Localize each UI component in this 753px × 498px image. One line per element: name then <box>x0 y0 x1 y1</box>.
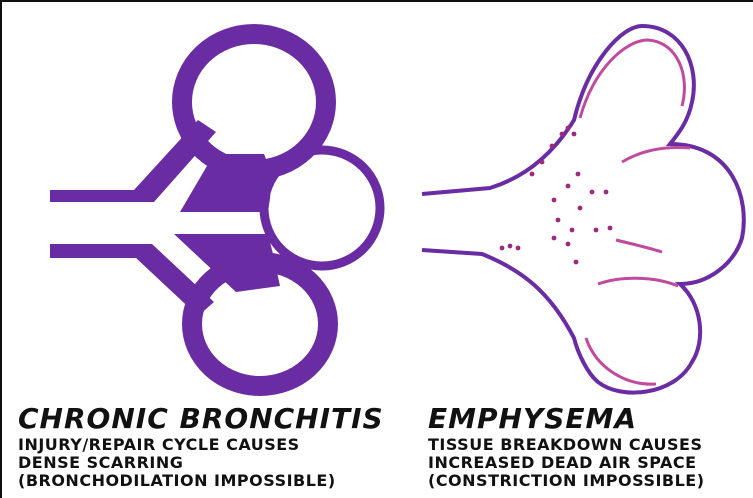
dot <box>560 132 565 137</box>
dot <box>566 184 571 189</box>
dot <box>590 190 595 195</box>
emphysema-rim-top <box>580 40 684 118</box>
dot <box>552 236 557 241</box>
dot <box>566 126 571 131</box>
bronchitis-wall-lower <box>50 244 214 316</box>
dot <box>530 172 535 177</box>
dot <box>574 260 579 265</box>
emphysema-wall <box>422 26 744 393</box>
dot <box>508 244 513 249</box>
emphysema-caption-line-3: (CONSTRICTION IMPOSSIBLE) <box>428 473 705 489</box>
emphysema-caption: EMPHYSEMA TISSUE BREAKDOWN CAUSES INCREA… <box>428 405 705 489</box>
emphysema-title: EMPHYSEMA <box>428 405 705 433</box>
bronchitis-alveolus-right <box>264 150 380 266</box>
dot <box>578 206 583 211</box>
bronchitis-caption-line-2: DENSE SCARRING <box>18 455 384 471</box>
bronchitis-caption: CHRONIC BRONCHITIS INJURY/REPAIR CYCLE C… <box>18 405 384 489</box>
bronchitis-caption-line-1: INJURY/REPAIR CYCLE CAUSES <box>18 437 384 453</box>
dot <box>500 246 505 251</box>
dot <box>540 160 545 165</box>
bronchitis-airway <box>50 34 380 386</box>
dot <box>566 242 571 247</box>
dot <box>604 190 609 195</box>
dot <box>572 132 577 137</box>
emphysema-septum-low <box>598 278 678 286</box>
bronchitis-title: CHRONIC BRONCHITIS <box>18 405 384 433</box>
dot <box>608 226 613 231</box>
dot <box>576 172 581 177</box>
bronchitis-caption-line-3: (BRONCHODILATION IMPOSSIBLE) <box>18 473 384 489</box>
bronchitis-wall-upper <box>50 120 216 202</box>
bronchitis-scar-upper <box>180 154 272 212</box>
emphysema-caption-line-1: TISSUE BREAKDOWN CAUSES <box>428 437 705 453</box>
emphysema-rim-bottom <box>586 338 656 384</box>
emphysema-septum-top <box>622 148 690 162</box>
dot <box>552 198 557 203</box>
emphysema-caption-line-2: INCREASED DEAD AIR SPACE <box>428 455 705 471</box>
dot <box>570 228 575 233</box>
dot <box>516 246 521 251</box>
dot <box>556 218 561 223</box>
dot <box>594 228 599 233</box>
emphysema-septum-mid <box>616 240 662 252</box>
dot <box>550 144 555 149</box>
emphysema-airway <box>422 26 744 393</box>
